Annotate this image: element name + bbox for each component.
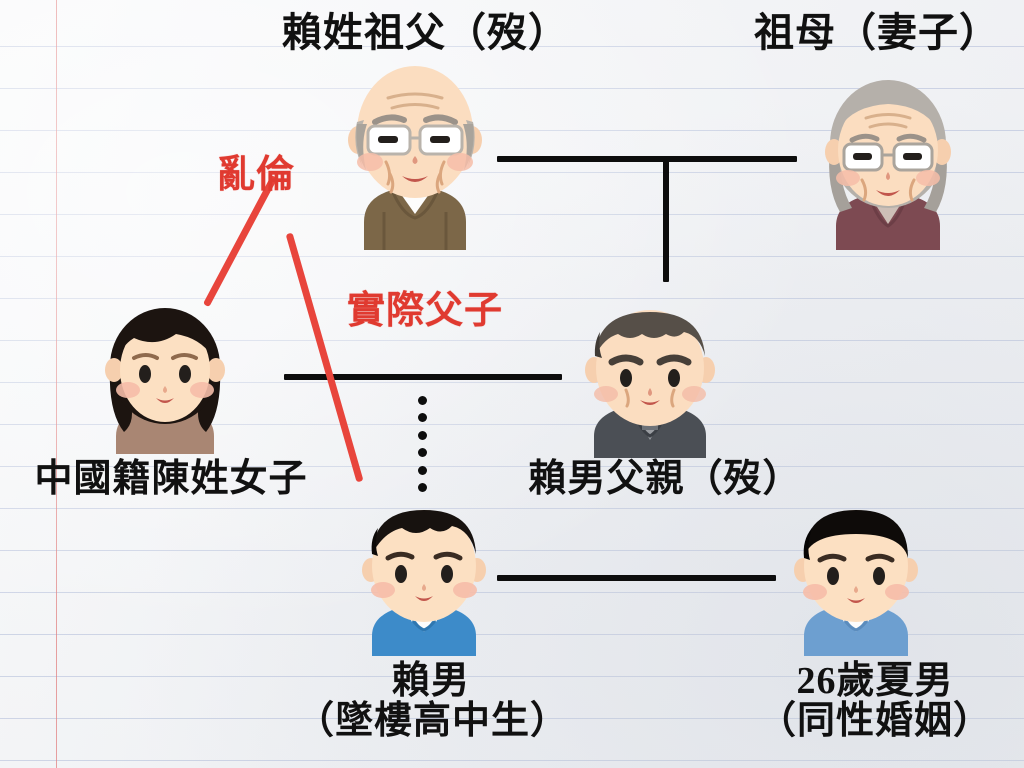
label-son: 賴男 （墜樓高中生）: [296, 660, 570, 742]
connector-mother-son-dotted: [418, 396, 427, 492]
connector-grandparents-horizontal: [497, 156, 797, 162]
connector-son-partner-horizontal: [497, 575, 776, 581]
annotation-actual-father-son: 實際父子: [346, 290, 503, 332]
avatar-grandfather: [340, 62, 490, 250]
annotation-incest: 亂倫: [216, 154, 295, 196]
label-grandfather: 賴姓祖父（歿）: [282, 10, 569, 55]
label-father: 賴男父親（歿）: [528, 458, 802, 500]
avatar-grandmother: [818, 78, 958, 250]
paper-margin-line: [56, 0, 57, 768]
connector-grandparents-down: [663, 156, 669, 282]
label-grandmother: 祖母（妻子）: [754, 10, 1000, 55]
avatar-partner: [790, 504, 922, 656]
connector-woman-father-horizontal: [284, 374, 562, 380]
avatar-father: [580, 306, 720, 458]
label-partner: 26歲夏男 （同性婚姻）: [757, 660, 992, 742]
label-chinese-woman: 中國籍陳姓女子: [34, 458, 308, 500]
avatar-chinese-woman: [100, 304, 230, 454]
avatar-son: [358, 504, 490, 656]
